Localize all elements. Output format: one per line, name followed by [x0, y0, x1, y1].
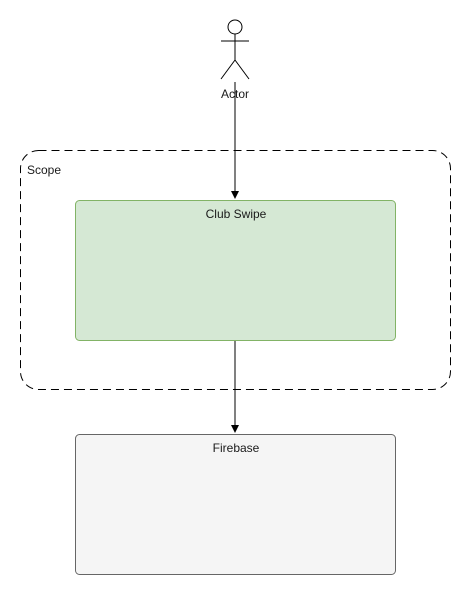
firebase-label: Firebase — [212, 441, 260, 455]
actor-label: Actor — [220, 87, 249, 101]
club-swipe-box[interactable] — [75, 200, 396, 341]
club-swipe-label: Club Swipe — [205, 207, 267, 221]
actor-icon[interactable] — [220, 19, 250, 80]
scope-label: Scope — [27, 163, 62, 177]
firebase-box[interactable] — [75, 434, 396, 575]
